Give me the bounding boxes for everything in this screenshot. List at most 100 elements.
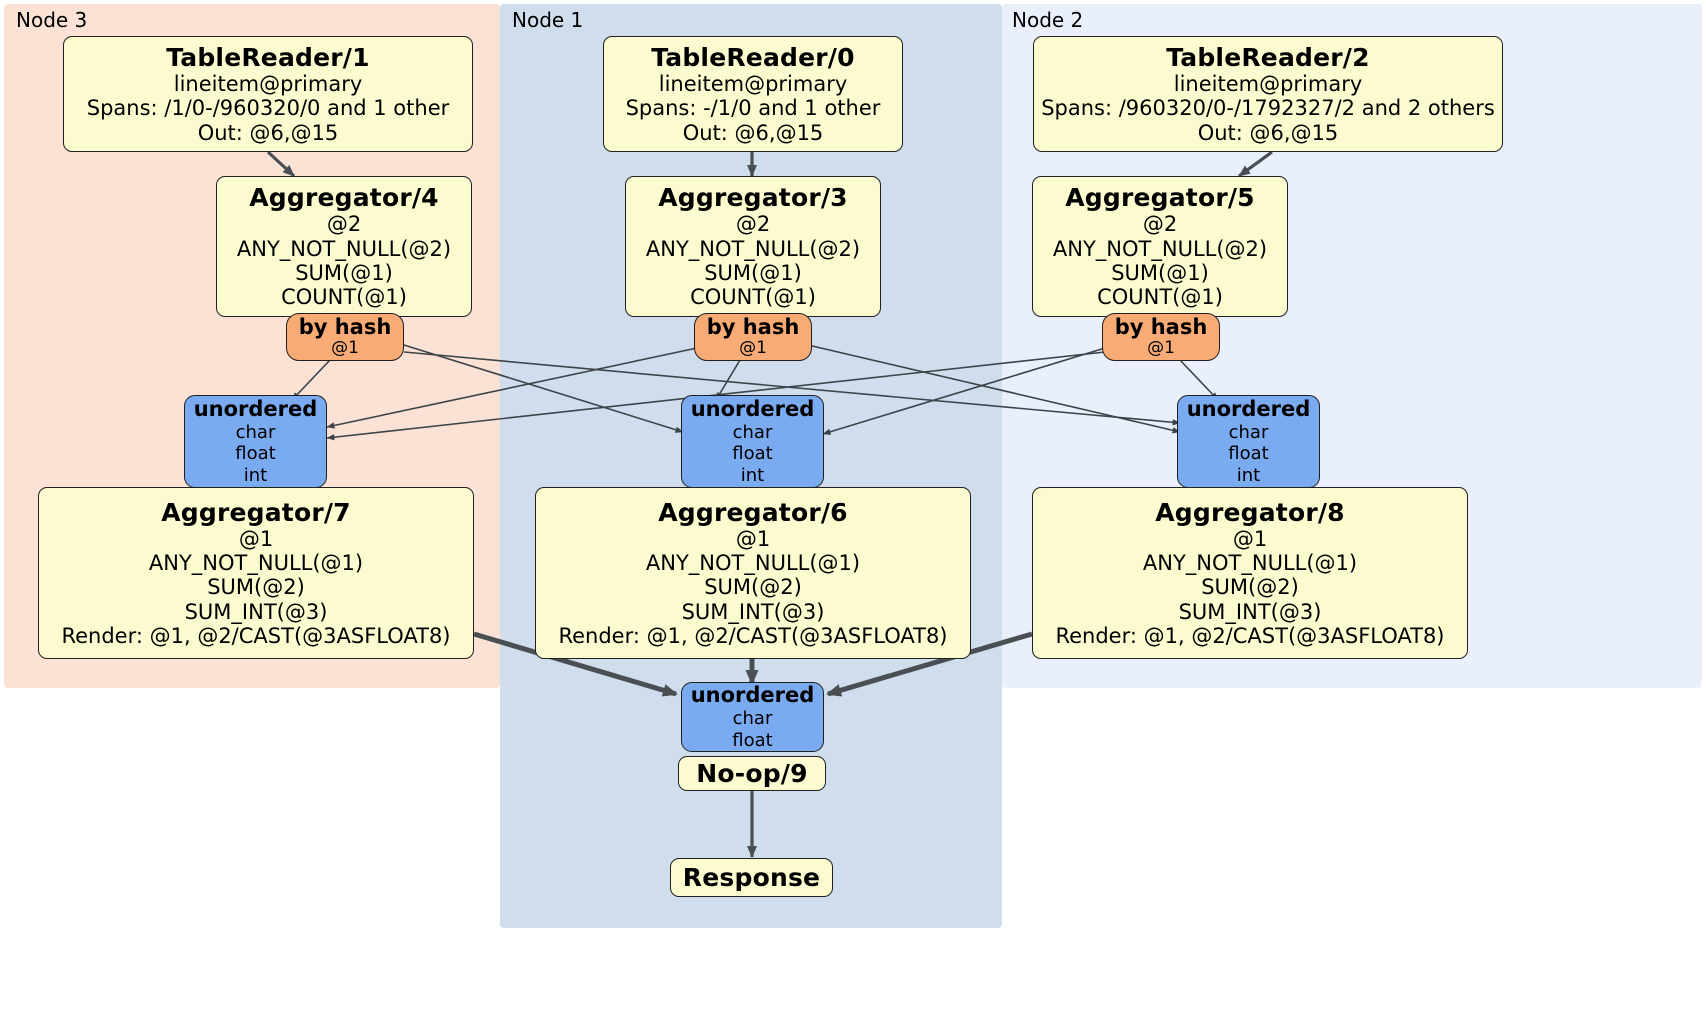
- panel-label-node-3: Node 3: [16, 8, 88, 32]
- processor-line: SUM(@1): [1111, 261, 1209, 285]
- edge-hashright-synccenter: [822, 347, 1106, 435]
- router-title: by hash: [1114, 315, 1208, 340]
- router-title: by hash: [706, 315, 800, 340]
- synchronizer-line: char: [1228, 421, 1269, 443]
- edge-agg8-syncfinal: [826, 631, 1033, 697]
- synchronizer-title: unordered: [690, 682, 815, 707]
- processor-aggregator-7[interactable]: Aggregator/7 @1 ANY_NOT_NULL(@1) SUM(@2)…: [38, 487, 474, 659]
- processor-aggregator-6[interactable]: Aggregator/6 @1 ANY_NOT_NULL(@1) SUM(@2)…: [535, 487, 971, 659]
- synchronizer-line: char: [235, 421, 276, 443]
- processor-tablereader-2[interactable]: TableReader/2 lineitem@primary Spans: /9…: [1033, 36, 1503, 152]
- processor-line: Spans: /1/0-/960320/0 and 1 other: [86, 96, 450, 121]
- synchronizer-title: unordered: [1186, 396, 1311, 421]
- router-by-hash-center[interactable]: by hash @1: [694, 313, 812, 361]
- router-by-hash-left[interactable]: by hash @1: [286, 313, 404, 361]
- processor-line: SUM(@1): [704, 261, 802, 285]
- processor-line: @1: [735, 526, 771, 551]
- processor-line: ANY_NOT_NULL(@1): [148, 550, 364, 575]
- edge-tr1-agg4: [266, 150, 296, 178]
- router-title: by hash: [298, 315, 392, 340]
- processor-title: TableReader/1: [166, 42, 370, 72]
- processor-line: SUM(@2): [207, 575, 305, 600]
- router-line: @1: [1147, 338, 1175, 359]
- processor-line: Out: @6,@15: [682, 120, 824, 145]
- synchronizer-line: float: [235, 443, 276, 465]
- synchronizer-unordered-final[interactable]: unordered char float: [681, 682, 824, 752]
- processor-line: ANY_NOT_NULL(@1): [645, 550, 861, 575]
- panel-label-node-1: Node 1: [512, 8, 584, 32]
- panel-label-node-2: Node 2: [1012, 8, 1084, 32]
- edge-agg7-syncfinal: [473, 631, 678, 697]
- processor-line: Out: @6,@15: [197, 120, 339, 145]
- processor-line: lineitem@primary: [173, 71, 363, 96]
- synchronizer-line: char: [732, 421, 773, 443]
- processor-aggregator-4[interactable]: Aggregator/4 @2 ANY_NOT_NULL(@2) SUM(@1)…: [216, 176, 472, 317]
- synchronizer-line: float: [732, 443, 773, 465]
- processor-title: Aggregator/7: [161, 497, 351, 527]
- processor-line: SUM(@2): [1201, 575, 1299, 600]
- edge-hashcenter-synccenter: [715, 359, 741, 401]
- edge-hashleft-synccenter: [403, 344, 684, 433]
- processor-line: lineitem@primary: [658, 71, 848, 96]
- synchronizer-line: int: [740, 464, 765, 486]
- processor-aggregator-8[interactable]: Aggregator/8 @1 ANY_NOT_NULL(@1) SUM(@2)…: [1032, 487, 1468, 659]
- edge-tr2-agg5: [1238, 150, 1273, 178]
- processor-noop-9[interactable]: No-op/9: [678, 756, 826, 791]
- processor-line: COUNT(@1): [1097, 285, 1223, 310]
- processor-response[interactable]: Response: [670, 858, 833, 897]
- processor-title: TableReader/0: [651, 42, 855, 72]
- processor-aggregator-5[interactable]: Aggregator/5 @2 ANY_NOT_NULL(@2) SUM(@1)…: [1032, 176, 1288, 317]
- synchronizer-title: unordered: [193, 396, 318, 421]
- processor-line: ANY_NOT_NULL(@2): [645, 236, 861, 261]
- edge-hashleft-syncleft: [291, 359, 331, 401]
- edge-hashcenter-syncright: [807, 344, 1181, 434]
- processor-line: Render: @1, @2/CAST(@3ASFLOAT8): [558, 624, 948, 649]
- processor-tablereader-0[interactable]: TableReader/0 lineitem@primary Spans: -/…: [603, 36, 903, 152]
- edge-hashcenter-syncleft: [326, 347, 698, 429]
- synchronizer-unordered-right[interactable]: unordered char float int: [1177, 395, 1320, 488]
- edge-hashleft-syncright: [403, 351, 1181, 426]
- processor-line: lineitem@primary: [1173, 71, 1363, 96]
- processor-line: SUM(@1): [295, 261, 393, 285]
- processor-line: Render: @1, @2/CAST(@3ASFLOAT8): [61, 624, 451, 649]
- processor-line: @2: [326, 212, 362, 237]
- processor-line: SUM_INT(@3): [1178, 599, 1322, 624]
- synchronizer-unordered-center[interactable]: unordered char float int: [681, 395, 824, 488]
- processor-line: SUM_INT(@3): [681, 599, 825, 624]
- processor-line: @1: [1232, 526, 1268, 551]
- processor-title: Response: [682, 863, 821, 892]
- processor-line: @1: [238, 526, 274, 551]
- processor-line: ANY_NOT_NULL(@1): [1142, 550, 1358, 575]
- processor-line: Render: @1, @2/CAST(@3ASFLOAT8): [1055, 624, 1445, 649]
- synchronizer-line: int: [243, 464, 268, 486]
- processor-line: Spans: /960320/0-/1792327/2 and 2 others: [1041, 96, 1495, 121]
- processor-line: ANY_NOT_NULL(@2): [236, 236, 452, 261]
- synchronizer-line: char: [732, 708, 773, 729]
- synchronizer-unordered-left[interactable]: unordered char float int: [184, 395, 327, 488]
- synchronizer-line: float: [1228, 443, 1269, 465]
- router-by-hash-right[interactable]: by hash @1: [1102, 313, 1220, 361]
- processor-line: SUM_INT(@3): [184, 599, 328, 624]
- processor-tablereader-1[interactable]: TableReader/1 lineitem@primary Spans: /1…: [63, 36, 473, 152]
- processor-line: COUNT(@1): [281, 285, 407, 310]
- processor-title: Aggregator/8: [1155, 497, 1345, 527]
- processor-line: Spans: -/1/0 and 1 other: [625, 96, 881, 121]
- synchronizer-title: unordered: [690, 396, 815, 421]
- processor-line: COUNT(@1): [690, 285, 816, 310]
- processor-title: No-op/9: [696, 759, 808, 788]
- processor-title: Aggregator/5: [1065, 183, 1255, 213]
- processor-line: Out: @6,@15: [1197, 120, 1339, 145]
- synchronizer-line: int: [1236, 464, 1261, 486]
- router-line: @1: [739, 338, 767, 359]
- edge-hashright-syncright: [1179, 359, 1219, 401]
- synchronizer-line: float: [732, 729, 773, 751]
- processor-aggregator-3[interactable]: Aggregator/3 @2 ANY_NOT_NULL(@2) SUM(@1)…: [625, 176, 881, 317]
- router-line: @1: [331, 338, 359, 359]
- processor-line: SUM(@2): [704, 575, 802, 600]
- processor-title: Aggregator/3: [658, 183, 848, 213]
- processor-title: Aggregator/6: [658, 497, 848, 527]
- processor-title: TableReader/2: [1166, 42, 1370, 72]
- processor-title: Aggregator/4: [249, 183, 439, 213]
- processor-line: @2: [735, 212, 771, 237]
